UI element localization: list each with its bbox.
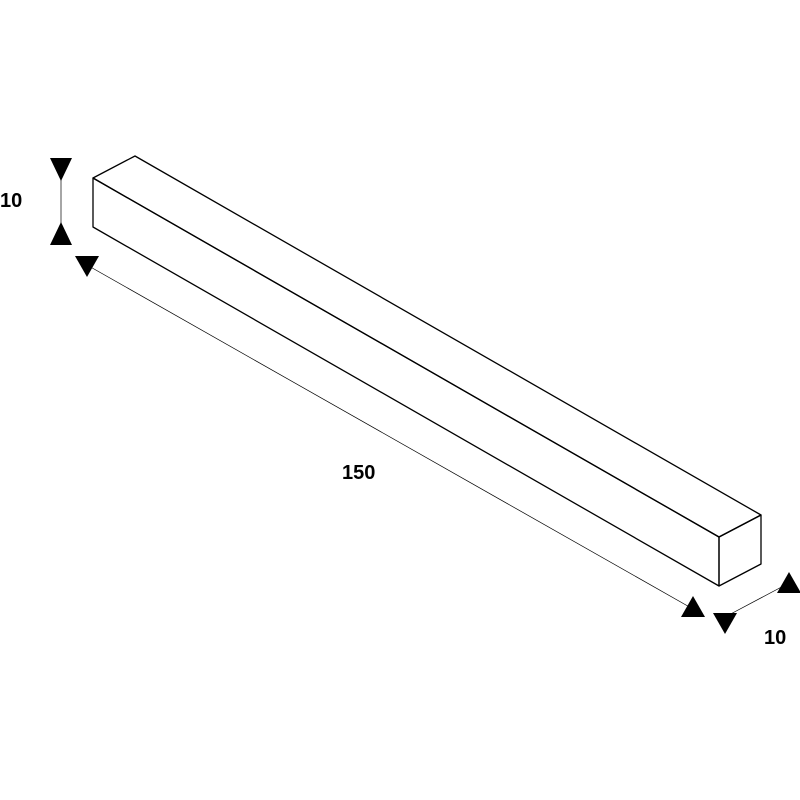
length-dimension-line [86, 264, 694, 610]
height-label: 10 [0, 190, 22, 212]
height-dimension: 10 [0, 158, 72, 245]
width-label: 10 [764, 627, 786, 649]
length-arrow-start [75, 256, 99, 277]
width-dimension: 10 [713, 572, 800, 649]
height-arrow-bottom [50, 222, 72, 245]
bar-top-face [92, 155, 762, 538]
length-dimension: 150 [75, 256, 705, 617]
height-arrow-top [50, 158, 72, 181]
length-arrow-end [681, 596, 705, 617]
bar-profile [92, 155, 762, 587]
width-arrow-end [777, 572, 800, 593]
width-arrow-start [713, 613, 737, 634]
width-dimension-line [724, 582, 790, 618]
bar-end-face [718, 514, 762, 587]
length-label: 150 [342, 462, 375, 484]
bar-front-face [92, 177, 720, 587]
